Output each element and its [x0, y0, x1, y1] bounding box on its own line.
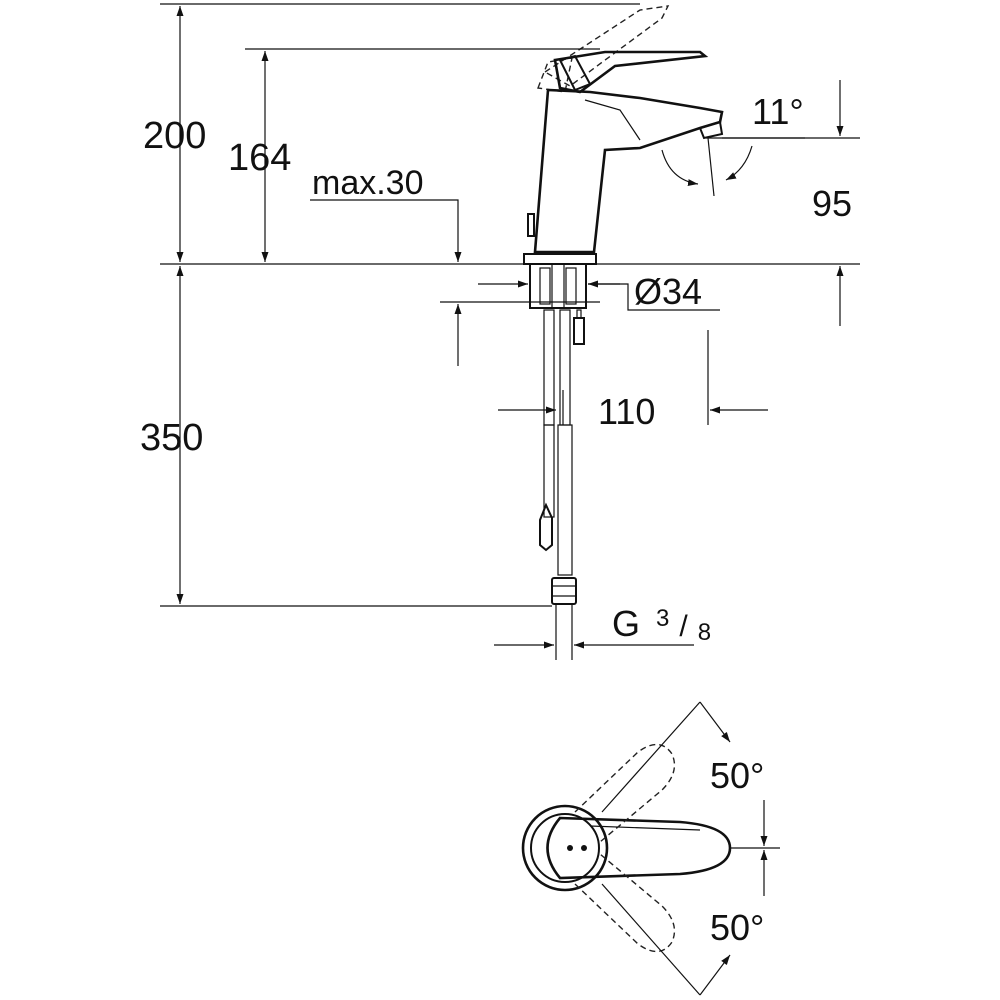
mounting-assembly: [529, 263, 587, 345]
faucet-side-view: [523, 5, 724, 265]
lever-top: [546, 816, 732, 880]
dim-handle-height: 164: [228, 137, 291, 179]
lever: [553, 50, 709, 94]
faucet-body: [533, 88, 724, 254]
dimension-lines: [160, 3, 860, 649]
dim-spout-reach: 110: [598, 391, 655, 432]
lever-rotated-ghost-down: [574, 853, 676, 953]
aerator: [698, 120, 724, 140]
dim-spout-angle: 11°: [752, 91, 804, 132]
dim-total-height: 200: [143, 115, 206, 157]
connector-nut: [551, 577, 577, 605]
dim-max-thickness: max.30: [312, 164, 424, 202]
faucet-top-view: [521, 701, 780, 996]
dim-rotation-down: 50°: [710, 907, 764, 948]
dim-rotation-up: 50°: [710, 755, 764, 796]
dim-hole-diameter: Ø34: [634, 271, 702, 312]
dim-spout-height: 95: [812, 183, 852, 224]
base-plate: [523, 253, 597, 265]
braided-hoses: [539, 309, 577, 660]
dim-hose-length: 350: [140, 417, 203, 459]
lever-raised-ghost: [543, 5, 670, 87]
dim-connection: G 3 / 8: [612, 593, 711, 646]
